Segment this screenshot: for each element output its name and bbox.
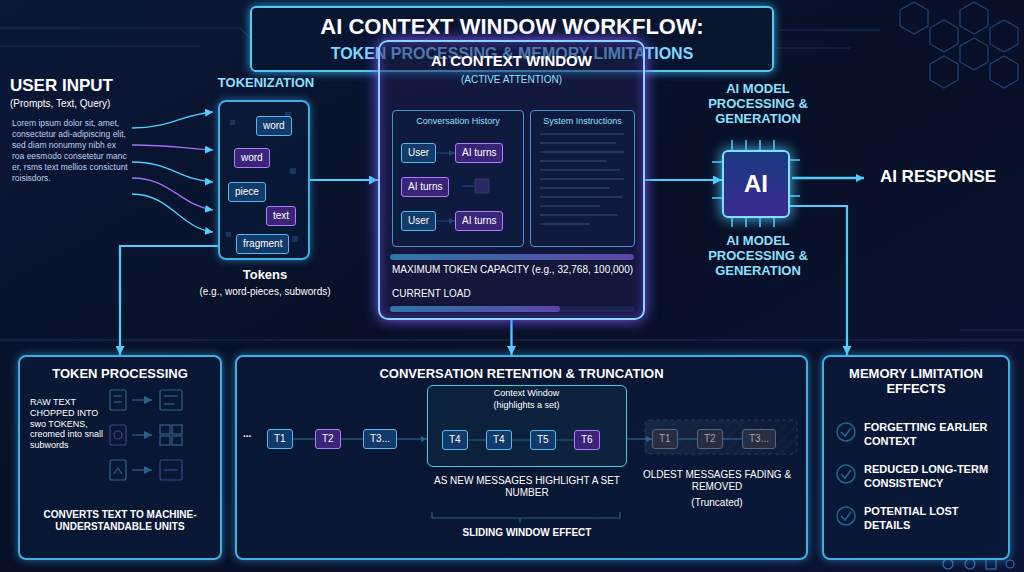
node-text: TOKEN PROCESSING (20, 367, 220, 382)
node-text: AI CONTEXT WINDOW (380, 52, 643, 69)
label-text: Lorem ipsum dolor sit, amet, consectetur… (12, 118, 130, 184)
node-text: word (263, 117, 285, 135)
node-text: AI turns (462, 144, 496, 162)
node-text: T3... (370, 430, 390, 448)
token-chip: fragment (236, 234, 289, 254)
node-text: REDUCED LONG-TERM CONSISTENCY (864, 463, 1004, 491)
window-bracket: Context Window(highlights a set) T4 T4 T5 T6 (427, 385, 627, 467)
node-text: CONVERTS TEXT TO MACHINE-UNDERSTANDABLE … (20, 509, 220, 533)
node-text: AI MODEL PROCESSING & GENERATION (683, 234, 833, 279)
node-text: MAXIMUM TOKEN CAPACITY (e.g., 32,768, 10… (392, 264, 637, 276)
node-text: AI (724, 152, 788, 216)
decoration-shape (712, 140, 800, 227)
decoration-shape (900, 2, 1018, 88)
node-text: T1 (659, 430, 671, 448)
node-text: word (241, 149, 263, 167)
connector-arrow (310, 179, 378, 181)
label-text: Tokens (215, 268, 315, 283)
node-text: POTENTIAL LOST DETAILS (864, 505, 1004, 533)
faded-chip: T3... (742, 429, 776, 449)
decoration-shape (792, 177, 864, 180)
node-text: T6 (581, 431, 593, 449)
node-text: (highlights a set) (428, 400, 625, 411)
node-text: text (273, 207, 289, 225)
connector-arrow (645, 179, 722, 181)
node-text: T2 (704, 430, 716, 448)
token-chip: text (266, 206, 296, 226)
tokenization-box: TOKENIZATIONwordwordpiecetextfragment (218, 100, 310, 260)
node-text: piece (235, 183, 259, 201)
message-chip: T2 (315, 429, 341, 449)
instructions-panel: System Instructions (530, 110, 635, 247)
faded-chip: T2 (697, 429, 723, 449)
token-chip: word (256, 116, 292, 136)
node-text: OLDEST MESSAGES FADING & REMOVED (642, 469, 792, 493)
decoration-shape (0, 28, 1024, 340)
info-panel: MEMORY LIMITATION EFFECTS FORGETTING EARL… (822, 355, 1010, 560)
label-text: ... (243, 428, 263, 440)
node-text: User (408, 212, 429, 230)
node-text: AI turns (462, 212, 496, 230)
faded-chip: T1 (652, 429, 678, 449)
node-text: T4 (449, 431, 461, 449)
node-text: FORGETTING EARLIER CONTEXT (864, 421, 1004, 449)
decoration-shape (132, 112, 213, 232)
token-chip: word (234, 148, 270, 168)
node-text: RAW TEXT CHOPPED INTO swo TOKENS, creome… (30, 397, 108, 451)
node-text: T3... (749, 430, 769, 448)
turn-chip: AI turns (455, 211, 503, 231)
turn-chip: AI turns (401, 177, 449, 197)
node-text: fragment (243, 235, 282, 253)
connector-arrow (510, 320, 512, 355)
info-panel: TOKEN PROCESSING RAW TEXT CHOPPED INTO sw… (18, 355, 222, 560)
node-text: T4 (493, 431, 505, 449)
retention-panel: CONVERSATION RETENTION & TRUNCATION AS NE… (235, 355, 808, 560)
node-text: SLIDING WINDOW EFFECT (427, 527, 627, 539)
node-text: T1 (274, 430, 286, 448)
node-text: MEMORY LIMITATION EFFECTS (824, 367, 1008, 397)
connector-arrow (120, 246, 218, 355)
node-text: AI MODEL PROCESSING & GENERATION (683, 82, 833, 127)
ai-chip: AI MODEL PROCESSING & GENERATIONAIAI MOD… (722, 150, 790, 218)
token-chip: piece (228, 182, 266, 202)
label-text: AI RESPONSE (868, 167, 1008, 187)
node-text: T5 (537, 431, 549, 449)
node-text: T2 (322, 430, 334, 448)
node-text: AS NEW MESSAGES HIGHLIGHT A SET NUMBER (427, 475, 627, 499)
turn-chip: User (401, 211, 436, 231)
node-text: (ACTIVE ATTENTION) (380, 74, 643, 86)
message-chip: T4 (442, 430, 468, 450)
node-text: (Truncated) (642, 497, 792, 509)
node-text: TOKENIZATION (204, 76, 328, 91)
label-text: (e.g., word-pieces, subwords) (190, 286, 340, 298)
node-text: Context Window (428, 388, 625, 399)
node-text: AI CONTEXT WINDOW WORKFLOW: (260, 14, 764, 40)
context-window: AI CONTEXT WINDOW (ACTIVE ATTENTION) MAXIM… (378, 40, 645, 320)
message-chip: T1 (267, 429, 293, 449)
node-text: CURRENT LOAD (392, 288, 637, 300)
message-chip: T3... (363, 429, 397, 449)
history-panel: Conversation HistoryUser AI turns AI turns… (392, 110, 524, 247)
connector-arrow (790, 206, 847, 355)
decoration-shape (943, 559, 1014, 569)
node-text: System Instructions (531, 116, 634, 127)
node-text: AI turns (408, 178, 442, 196)
message-chip: T4 (486, 430, 512, 450)
label-text: USER INPUT (10, 76, 140, 96)
node-text: Conversation History (393, 116, 523, 127)
node-text: CONVERSATION RETENTION & TRUNCATION (237, 367, 806, 382)
turn-chip: AI turns (455, 143, 503, 163)
node-text: User (408, 144, 429, 162)
message-chip: T5 (530, 430, 556, 450)
turn-chip: User (401, 143, 436, 163)
message-chip: T6 (574, 430, 600, 450)
label-text: (Prompts, Text, Query) (10, 98, 150, 110)
